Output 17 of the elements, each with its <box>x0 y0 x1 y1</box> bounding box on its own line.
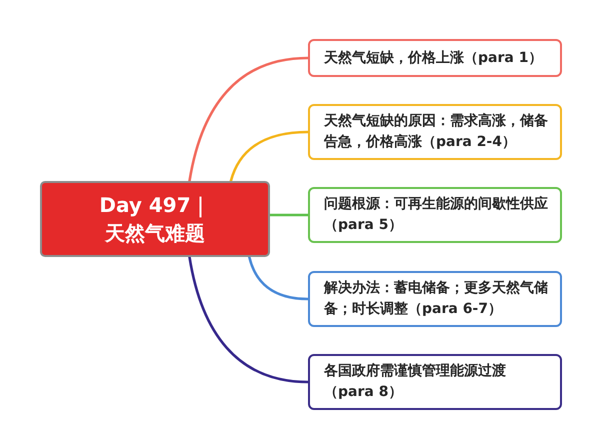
branch-text: 各国政府需谨慎管理能源过渡（para 8） <box>324 362 507 402</box>
topic-title: Day 497｜天然气难题 <box>98 192 212 247</box>
branch-connector <box>268 214 310 216</box>
branch-box <box>308 187 562 243</box>
branch-text: 问题根源：可再生能源的间歇性供应（para 5） <box>324 194 549 235</box>
branch-connector <box>188 56 310 182</box>
branch-box <box>308 354 562 410</box>
branch-connector <box>248 256 310 300</box>
branch-text: 解决办法：蓄电储备；更多天然气储备；时长调整（para 6-7） <box>324 279 549 319</box>
central-topic-box <box>40 181 270 257</box>
branch-box <box>308 39 562 77</box>
branch-connector <box>230 130 310 182</box>
branch-box <box>308 104 562 160</box>
branch-connector <box>188 256 310 384</box>
branch-box <box>308 271 562 327</box>
branch-text: 天然气短缺的原因：需求高涨，储备告急，价格高涨（para 2-4） <box>324 112 549 152</box>
branch-text: 天然气短缺，价格上涨（para 1） <box>324 48 542 68</box>
